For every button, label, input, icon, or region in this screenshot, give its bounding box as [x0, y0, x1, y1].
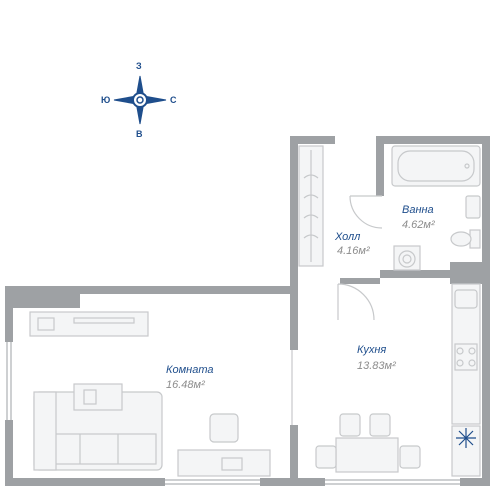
- desk-chair: [209, 413, 239, 443]
- room-name-living: Комната: [166, 364, 214, 376]
- compass-east-label: С: [170, 95, 177, 105]
- wall-kitchen-corner: [450, 262, 490, 284]
- wall-bath-bottom: [380, 270, 450, 278]
- wall-living-left-lower: [5, 420, 13, 482]
- wall-bottom-left: [5, 478, 165, 486]
- windows: [6, 342, 460, 485]
- wall-partition-upper: [290, 294, 298, 350]
- coffee-table: [73, 383, 123, 411]
- entrance-door: [337, 283, 375, 321]
- wall-right-lower: [482, 262, 490, 482]
- dining-chair: [315, 445, 337, 469]
- wall-right-upper: [482, 136, 490, 266]
- wall-top-bath: [376, 136, 490, 144]
- room-name-kitchen: Кухня: [357, 344, 387, 356]
- wall-hall-left: [290, 136, 298, 286]
- dining-chair: [399, 445, 421, 469]
- toilet-bowl: [450, 231, 472, 247]
- wall-living-top: [5, 286, 298, 294]
- wall-partition-lower: [290, 425, 298, 480]
- snowflake-icon: [456, 428, 476, 448]
- furniture: [29, 145, 481, 477]
- wall-bottom-right: [460, 478, 490, 486]
- compass-rose-icon: [113, 75, 167, 125]
- wall-living-left: [5, 286, 13, 342]
- room-name-bath: Ванна: [402, 204, 434, 216]
- kitchen-sink: [454, 289, 478, 309]
- wall-top-hall: [290, 136, 335, 144]
- compass-west-label: Ю: [101, 95, 111, 105]
- wall-hall-bottom: [340, 278, 380, 284]
- bathtub-inner: [397, 150, 475, 182]
- bath-sink: [465, 195, 481, 219]
- walls: [5, 136, 490, 486]
- room-area-bath: 4.62м²: [402, 219, 435, 231]
- wall-living-top-thick: [5, 286, 80, 308]
- compass-south-label: В: [136, 129, 143, 139]
- wall-bath-left-upper: [376, 136, 384, 196]
- room-area-kitchen: 13.83м²: [357, 360, 396, 372]
- dining-chair: [369, 413, 391, 437]
- dining-chair: [339, 413, 361, 437]
- room-area-hall: 4.16м²: [337, 245, 370, 257]
- room-area-living: 16.48м²: [166, 379, 205, 391]
- room-name-hall: Холл: [335, 231, 361, 243]
- wall-bottom-mid: [260, 478, 325, 486]
- compass-north-label: З: [136, 61, 142, 71]
- bath-door: [349, 195, 383, 229]
- dining-table: [335, 437, 399, 473]
